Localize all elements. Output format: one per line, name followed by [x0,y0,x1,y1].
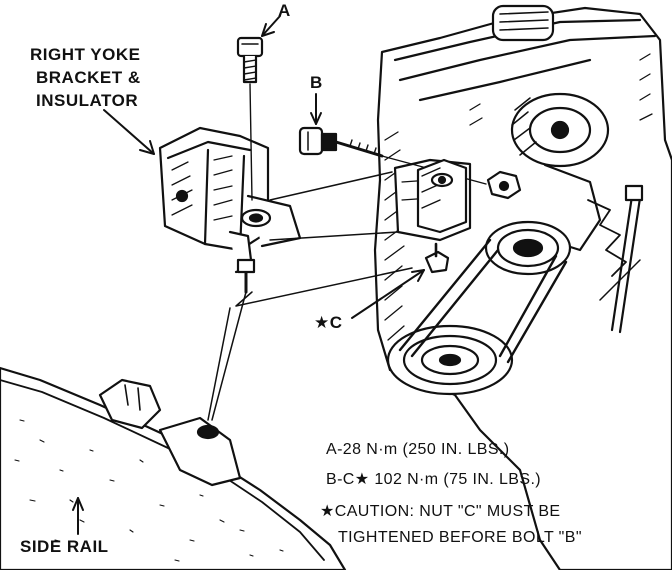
alternator [510,92,610,252]
engine-bracket [416,158,468,234]
nut-c [424,242,450,274]
bracket-label-line-1: RIGHT YOKE [30,45,141,64]
pulleys [386,220,572,396]
torque-spec-bc: B-C★ 102 N·m (75 IN. LBS.) [326,471,542,488]
bolt-b [298,126,522,200]
leader-arrows [72,15,425,535]
bolt-a-label: A [278,1,291,20]
bracket-label-line-2: BRACKET & [36,68,141,87]
bolt-a [236,36,264,84]
side-rail-frame [0,366,347,570]
dipstick-tube [599,184,644,334]
alignment-lines [207,171,413,421]
torque-spec-a: A-28 N·m (250 IN. LBS.) [326,441,510,458]
caution-line-2: TIGHTENED BEFORE BOLT "B" [338,529,582,546]
bracket-label-line-3: INSULATOR [36,91,139,110]
drive-belt [398,238,568,364]
engine-block [373,4,672,570]
bolt-b-label: B [310,73,323,92]
nut-c-label: ★C [314,313,343,332]
caution-line-1: ★CAUTION: NUT "C" MUST BE [320,503,561,520]
yoke-bracket-insulator [158,126,302,294]
side-rail-label: SIDE RAIL [20,537,109,556]
